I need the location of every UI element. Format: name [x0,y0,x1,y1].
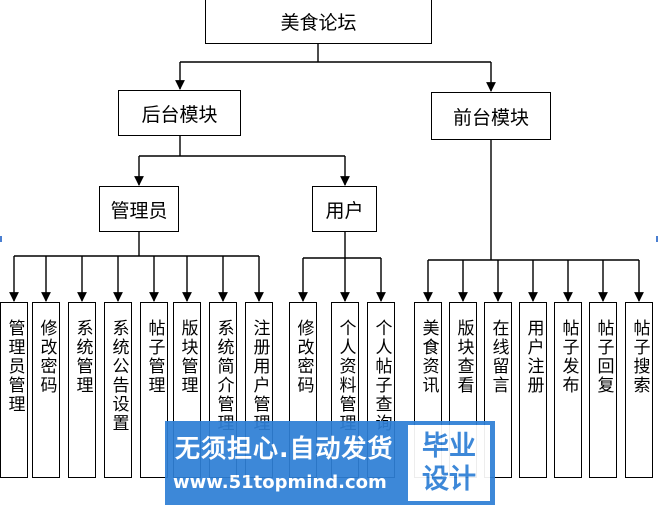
frontend-leaf-5: 帖子发布 [554,302,582,478]
watermark-logo: 毕业 设计 [408,425,490,501]
node-backend: 后台模块 [118,90,241,136]
frontend-leaf-label: 帖子发布 [558,319,579,395]
watermark-banner: 无须担心.自动发货 www.51topmind.com 毕业 设计 [165,421,495,505]
node-backend-label: 后台模块 [141,103,218,126]
watermark-slogan: 无须担心.自动发货 [175,434,394,463]
node-frontend: 前台模块 [431,92,551,140]
frontend-leaf-label: 美食资讯 [418,319,439,395]
user-leaf-label: 个人资料管理 [335,319,356,433]
admin-leaf-label: 帖子管理 [144,319,165,395]
frontend-leaf-7: 帖子搜索 [625,302,653,478]
admin-leaf-label: 版块管理 [177,319,198,395]
admin-leaf-1: 管理员管理 [0,302,28,478]
admin-leaf-3: 系统管理 [68,302,96,478]
node-root-label: 美食论坛 [280,12,357,34]
right-edge-marker [656,236,658,242]
admin-leaf-4: 系统公告设置 [104,302,132,478]
admin-leaf-label: 修改密码 [36,319,57,395]
user-leaf-label: 个人帖子查询 [371,319,392,433]
admin-leaf-5: 帖子管理 [140,302,168,478]
admin-leaf-label: 管理员管理 [4,319,25,414]
node-user: 用户 [312,186,377,232]
user-leaf-label: 修改密码 [293,319,314,395]
watermark-logo-line1: 毕业 [422,431,476,462]
node-user-label: 用户 [325,199,364,222]
frontend-leaf-label: 帖子搜索 [629,319,650,395]
frontend-leaf-label: 用户注册 [523,319,544,395]
watermark-url: www.51topmind.com [173,472,387,493]
watermark-logo-line2: 设计 [422,464,476,495]
node-admin-label: 管理员 [110,199,168,222]
admin-leaf-2: 修改密码 [32,302,60,478]
left-edge-marker [0,236,2,242]
admin-leaf-label: 系统公告设置 [108,319,129,433]
node-frontend-label: 前台模块 [452,106,529,129]
admin-leaf-label: 注册用户管理 [249,319,270,433]
node-admin: 管理员 [99,186,179,232]
frontend-leaf-label: 帖子回复 [593,319,614,395]
frontend-leaf-label: 在线留言 [488,319,509,395]
admin-leaf-label: 系统简介管理 [213,319,234,433]
frontend-leaf-6: 帖子回复 [589,302,617,478]
admin-leaf-label: 系统管理 [72,319,93,395]
node-root: 美食论坛 [205,0,432,44]
frontend-leaf-label: 版块查看 [453,319,474,395]
frontend-leaf-4: 用户注册 [519,302,547,478]
